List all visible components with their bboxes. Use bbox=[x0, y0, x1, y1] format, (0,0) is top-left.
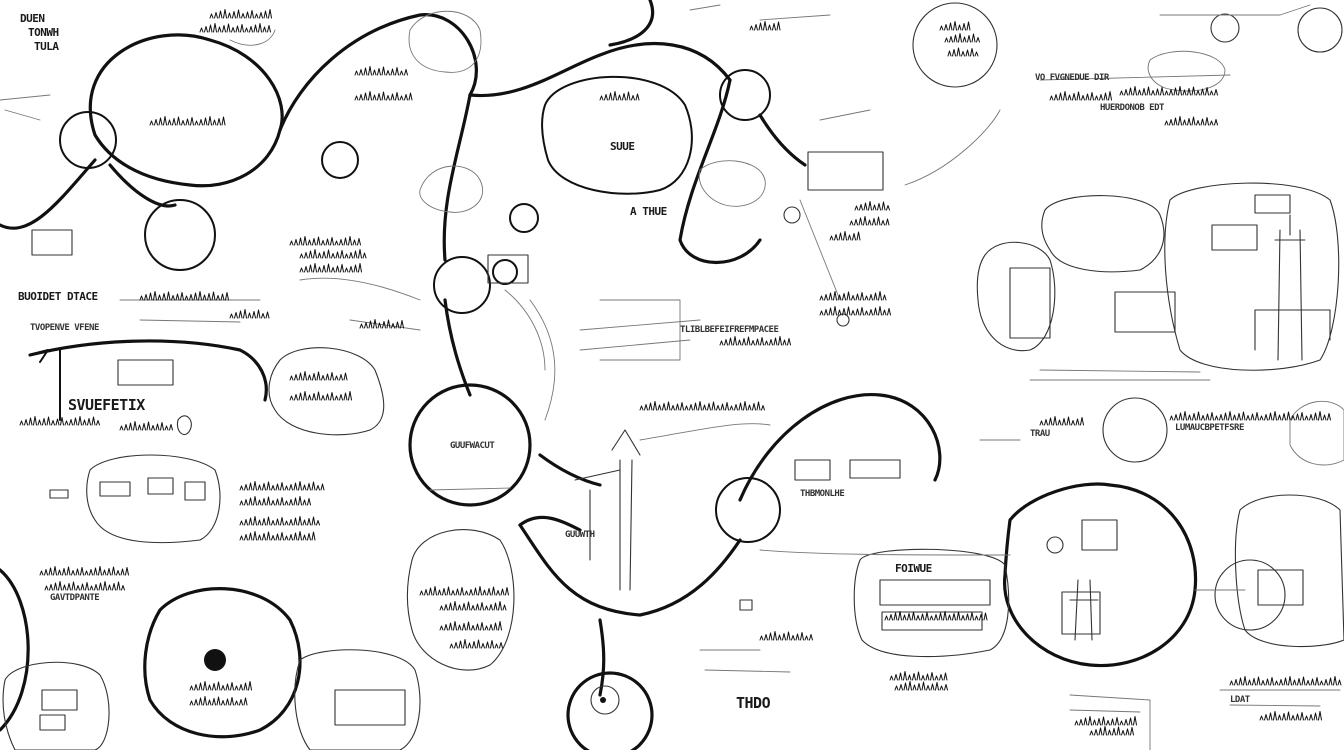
label-center-note: A THUE bbox=[630, 205, 667, 218]
label-right-top-a: VO FVGNEDUE DIR bbox=[1035, 73, 1110, 83]
label-center-branch: GUUWTH bbox=[565, 530, 595, 540]
label-right-mid: LUMAUCBPETFSRE bbox=[1175, 423, 1244, 433]
thin-strokes bbox=[0, 4, 1341, 750]
scribble-row bbox=[440, 622, 503, 631]
label-top-left-c: TULA bbox=[34, 40, 59, 53]
scribble-row bbox=[200, 24, 272, 33]
scribble-row bbox=[190, 682, 253, 691]
scribble-row bbox=[720, 337, 792, 346]
nodes bbox=[59, 2, 1343, 750]
label-bottom-right-text: LDAT bbox=[1230, 695, 1251, 705]
scribble-row bbox=[760, 632, 814, 641]
label-left-row: BUOIDET DTACE bbox=[18, 290, 98, 303]
scribble-row bbox=[240, 532, 317, 541]
scribble-row bbox=[210, 10, 273, 19]
connector-lines bbox=[0, 0, 1198, 739]
bubbles bbox=[2, 10, 1344, 750]
scribble-row bbox=[420, 587, 510, 596]
scribble-row bbox=[895, 682, 949, 691]
scribble-row bbox=[45, 582, 126, 591]
scribble-row bbox=[355, 92, 414, 101]
scribble-row bbox=[290, 392, 353, 401]
scribble-row bbox=[240, 482, 326, 491]
scribbled-labels: DUEN TONWH TULA SVUEFETIX BUOIDET DTACE … bbox=[18, 12, 1251, 712]
label-bottom-center: THDO bbox=[736, 694, 771, 712]
scribble-row bbox=[240, 517, 321, 526]
scribble-row bbox=[948, 48, 980, 56]
scribble-row bbox=[1040, 417, 1085, 426]
scribble-row bbox=[820, 307, 892, 316]
scribble-row bbox=[855, 202, 891, 211]
label-left-row-b: TVOPENVE VFENE bbox=[30, 323, 99, 333]
scribble-row bbox=[890, 672, 949, 681]
label-top-left-b: TONWH bbox=[28, 26, 59, 39]
scribble-row bbox=[1050, 92, 1113, 101]
scribble-row bbox=[1170, 412, 1332, 421]
label-top-left-a: DUEN bbox=[20, 12, 45, 25]
scribble-row bbox=[440, 602, 508, 611]
scribble-row bbox=[1165, 117, 1219, 126]
scribble-row bbox=[300, 264, 363, 273]
scribble-row bbox=[150, 117, 227, 126]
scribble-row bbox=[240, 497, 312, 506]
label-bottom-left-text: GAVTDPANTE bbox=[50, 593, 99, 603]
label-center-top: SUUE bbox=[610, 140, 635, 153]
label-center-right-row: TLIBLBEFEIFREFMPACEE bbox=[680, 325, 778, 335]
scribble-row bbox=[820, 292, 888, 301]
label-mid-right-box: FOIWUE bbox=[895, 562, 932, 575]
scribble-row bbox=[750, 22, 782, 31]
scribble-row bbox=[945, 34, 981, 43]
scribble-row bbox=[830, 232, 862, 241]
label-mid-left-title: SVUEFETIX bbox=[68, 396, 145, 414]
scribble-row bbox=[1120, 87, 1219, 96]
label-mid-right-row: THBMONLHE bbox=[800, 489, 844, 499]
scribble-row bbox=[230, 310, 271, 319]
scribble-row bbox=[290, 237, 362, 246]
scribble-row bbox=[1075, 717, 1138, 726]
scribble-row bbox=[1090, 727, 1135, 736]
scribble-row bbox=[940, 22, 972, 31]
sketched-boxes bbox=[31, 151, 1331, 731]
scribble-row bbox=[885, 612, 989, 621]
scribble-row bbox=[600, 92, 641, 101]
scribble-row bbox=[1260, 712, 1323, 721]
scribble-row bbox=[190, 697, 249, 706]
scribble-row bbox=[120, 422, 174, 431]
scribble-row bbox=[300, 250, 368, 259]
scribble-marks bbox=[20, 10, 1343, 736]
scribble-row bbox=[1230, 677, 1343, 686]
label-right-mid-b: TRAU bbox=[1030, 429, 1050, 439]
scribble-row bbox=[140, 292, 230, 301]
label-center-circle: GUUFWACUT bbox=[450, 441, 495, 451]
scribble-row bbox=[355, 67, 409, 76]
scribble-row bbox=[850, 217, 891, 226]
scribble-row bbox=[360, 320, 405, 329]
scribble-row bbox=[450, 640, 504, 649]
label-right-top-b: HUERDONOB EDT bbox=[1100, 103, 1165, 113]
scribble-row bbox=[290, 372, 349, 381]
scribble-row bbox=[40, 567, 130, 576]
scribble-row bbox=[640, 402, 766, 411]
